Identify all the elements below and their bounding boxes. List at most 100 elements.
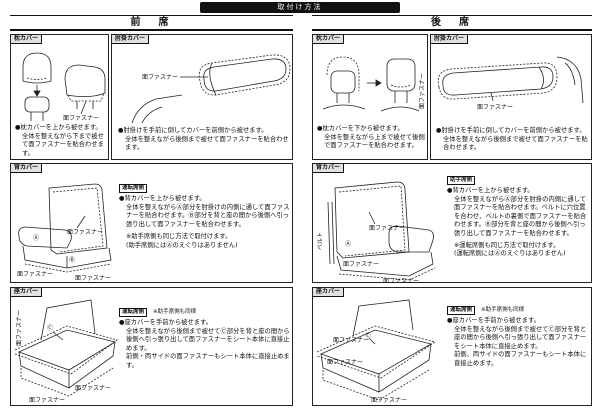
instruction-note: (運転席側にはⒶのえぐりはありません) bbox=[454, 250, 566, 258]
covered-headrest-shape bbox=[64, 64, 106, 97]
fastener-label: 面ファスナー bbox=[327, 359, 363, 366]
backrest-cover-line bbox=[52, 187, 104, 253]
rear-seat-heading: 後 席 bbox=[312, 15, 592, 31]
rear-seat-instructions: 運転席側 ※助手席側も同様 ●座カバーを手前から被せます。 全体を整えながら後側… bbox=[447, 306, 590, 369]
fastener-label: 面ファスナー bbox=[17, 271, 53, 278]
leader-line bbox=[368, 337, 376, 345]
fastener-label: 面ファスナー bbox=[75, 385, 111, 392]
badge-row: 運転席側 ※助手席側も同様 bbox=[119, 308, 291, 319]
instruction-lead: ●座カバーを手前から被せます。 bbox=[447, 317, 541, 324]
rear-armrest-diagram: 面ファスナー bbox=[437, 56, 584, 111]
backrest-stub bbox=[40, 299, 96, 341]
front-headrest-panel: 枕カバー 面ファスナー ●枕カバーを上から被せます。 全体を整えながら下まで被せ… bbox=[10, 34, 109, 160]
rear-back-instructions: 助手席側 ●背カバーを上から被せます。 全体を整えながらⒶ部分を肘掛の内側に通し… bbox=[447, 176, 590, 259]
fastener-label: 面ファスナー bbox=[383, 278, 419, 283]
backrest-stub bbox=[352, 299, 414, 337]
fastener-label: 面ファスナー bbox=[371, 397, 407, 404]
rear-seat-diagram: 面ファスナー 面ファスナー Ⓒ 面ファスナー bbox=[316, 299, 436, 404]
front-armrest-instructions: ●肘掛けを手前に倒してカバーを前側から被せます。 全体を整えながら後側まで被せて… bbox=[118, 127, 290, 153]
instruction-lead: ●肘掛けを手前に倒してカバーを前側から被せます。 bbox=[118, 127, 268, 134]
armrest-cover-opening bbox=[209, 62, 217, 96]
marker-a: Ⓐ bbox=[345, 240, 351, 248]
instruction-note: (助手席側にはⒶのえぐりはありません) bbox=[126, 241, 238, 249]
cushion-side bbox=[18, 341, 116, 389]
fastener-label: 面ファスナー bbox=[67, 229, 103, 236]
rear-headrest-instructions: ●枕カバーを下から被せます。 全体を整えながら上まで被せて後側で面ファスナーを貼… bbox=[317, 125, 427, 151]
rear-seat-column: 後 席 枕カバー 面ファスナー ●枕カバーを下から被せます。 全体を bbox=[312, 15, 592, 407]
front-seat-instructions: 運転席側 ※助手席側も同様 ●座カバーを手前から被せます。 全体を整えながら後側… bbox=[119, 308, 291, 371]
marker-c: Ⓒ bbox=[47, 324, 53, 332]
fastener-label: 面ファスナー bbox=[29, 397, 65, 404]
front-back-instructions: 運転席側 ●背カバーを上から被せます。 全体を整えながらⒶ部分を肘掛けの内側に通… bbox=[119, 184, 291, 251]
front-headrest-tab: 枕カバー bbox=[11, 35, 43, 44]
cover-seam-line bbox=[390, 84, 412, 88]
instruction-lead: ●肘掛けを手前に倒してカバーを前側から被せます。 bbox=[436, 127, 586, 134]
cover-seam-line bbox=[26, 77, 48, 80]
rear-seat-tab: 座カバー bbox=[313, 288, 345, 297]
marker-c: Ⓒ bbox=[365, 332, 371, 340]
arrow-head bbox=[33, 90, 41, 97]
armrest-cover-outline bbox=[437, 62, 558, 100]
seat-side-badge: 運転席側 bbox=[119, 184, 148, 193]
headrest-cover-shape bbox=[22, 52, 52, 84]
instruction-body: 全体を整えながら後側まで被せて面ファスナーを貼合わせます。 bbox=[125, 135, 289, 152]
rear-seat-panel: 座カバー 面ファスナー 面ファスナー Ⓒ 面ファスナー 運転席側 ※助手席側も同… bbox=[312, 287, 592, 406]
front-seat-tab: 座カバー bbox=[11, 288, 43, 297]
cushion-top bbox=[17, 329, 117, 371]
fastener-label: 面ファスナー bbox=[477, 104, 513, 111]
leader-line bbox=[52, 331, 64, 341]
marker-b: Ⓑ bbox=[69, 256, 75, 264]
front-seat-column: 前 席 枕カバー 面ファスナー ●枕カバーを上から被せます。 全体を bbox=[10, 15, 293, 407]
seatback-top bbox=[380, 106, 420, 112]
fastener-label: 面ファスナー bbox=[419, 73, 426, 109]
instruction-body: 全体を整えながら後側まで被せてⒸ部分を背と座の間から後側へ引っ張り出して面ファス… bbox=[126, 327, 290, 352]
backrest-shape bbox=[48, 183, 108, 255]
rear-headrest-panel: 枕カバー 面ファスナー ●枕カバーを下から被せます。 全体を整えながら上まで被せ… bbox=[312, 34, 428, 160]
front-armrest-tab: 肘掛カバー bbox=[112, 35, 150, 44]
covered-headrest-shape bbox=[386, 58, 416, 92]
cushion-cover-skirt bbox=[20, 367, 114, 397]
rear-back-tab: 背カバー bbox=[313, 164, 345, 173]
belt-label: ベルト bbox=[317, 232, 324, 250]
seat-side-aside: ※助手席側も同様 bbox=[153, 309, 197, 315]
fastener-label: 面ファスナー bbox=[333, 337, 369, 344]
instruction-lead: ●座カバーを手前から被せます。 bbox=[119, 319, 213, 326]
badge-row: 運転席側 ※助手席側も同様 bbox=[447, 306, 590, 317]
leader-line bbox=[368, 211, 376, 225]
cushion-cover-outline bbox=[14, 325, 118, 375]
front-back-tab: 背カバー bbox=[11, 164, 43, 173]
instruction-lead: ●枕カバーを上から被せます。 bbox=[15, 124, 102, 131]
belt-strip bbox=[327, 201, 335, 265]
front-seat-heading: 前 席 bbox=[10, 15, 293, 31]
instruction-body-2: 前側、両サイドの面ファスナーもシート本体に直接止めます。 bbox=[454, 351, 587, 367]
seat-side-curve bbox=[564, 62, 576, 86]
seat-side-curve bbox=[141, 106, 163, 124]
seat-cover-skirt bbox=[24, 263, 112, 273]
rear-armrest-tab: 肘掛カバー bbox=[431, 35, 469, 44]
armrest-cover-outline bbox=[198, 54, 291, 96]
instruction-lead: ●背カバーを上から被せます。 bbox=[447, 187, 534, 194]
fastener-label: 面ファスナー bbox=[369, 225, 405, 232]
front-back-panel: 背カバー 面ファスナー Ⓐ Ⓑ 面ファスナー 面ファスナー 運転席側 ●背カバー… bbox=[10, 163, 293, 283]
rear-armrest-panel: 肘掛カバー 面ファスナー ●肘掛けを手前に倒してカバーを前側から被せます。 全体… bbox=[430, 34, 592, 160]
fastener-label: 面ファスナー bbox=[75, 275, 111, 282]
instruction-lead: ●枕カバーを下から被せます。 bbox=[317, 125, 404, 132]
seat-side-badge: 助手席側 bbox=[447, 176, 476, 185]
fastener-label: 面ファスナー bbox=[16, 310, 23, 346]
armrest-shape bbox=[203, 58, 287, 92]
instruction-body-2: 前側・両サイドの面ファスナーもシート本体に直接止めます。 bbox=[126, 353, 290, 369]
fastener-label: 面ファスナー bbox=[142, 74, 178, 81]
front-headrest-instructions: ●枕カバーを上から被せます。 全体を整えながら下まで被せて面ファスナーを貼合わせ… bbox=[15, 124, 108, 158]
seat-base-shape bbox=[336, 251, 434, 277]
marker-a: Ⓐ bbox=[33, 234, 39, 242]
fastener-label: 面ファスナー bbox=[343, 261, 379, 268]
rear-headrest-diagram: 面ファスナー bbox=[322, 56, 426, 112]
instruction-body: 全体を整えながら後側まで被せて面ファスナーを貼合わせます。 bbox=[443, 135, 588, 152]
instruction-body: 全体を整えながら上まで被せて後側で面ファスナーを貼合わせます。 bbox=[324, 133, 425, 150]
instruction-body: 全体を整えながら後側まで被せてⒸ部分を背と座の間から後側へ引っ張り出して面ファス… bbox=[454, 325, 587, 350]
backrest-shape bbox=[334, 181, 410, 259]
leader-line bbox=[80, 100, 87, 115]
front-seat-diagram: 面ファスナー Ⓒ 面ファスナー 面ファスナー bbox=[14, 299, 118, 404]
headrest-shape bbox=[24, 96, 50, 113]
instruction-body: 全体を整えながらⒶ部分を肘掛けの内側に通して面ファスナーを貼合わせます。Ⓑ部分を… bbox=[126, 203, 290, 228]
